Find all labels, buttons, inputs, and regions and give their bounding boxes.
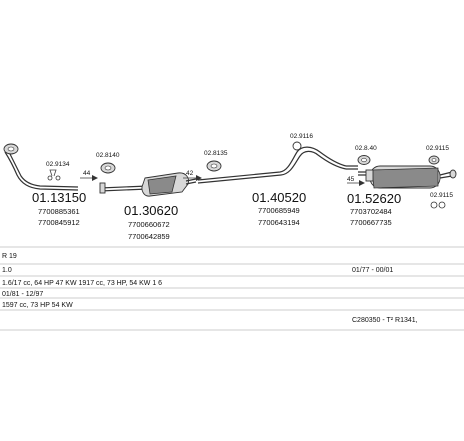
application-table: R 19 1.0 01/77 - 00/01 1.6/17 cc, 64 HP … <box>0 246 464 331</box>
svg-text:45: 45 <box>347 176 355 183</box>
svg-text:02.8.40: 02.8.40 <box>355 145 377 152</box>
part-label-1: 01.13150 7700885361 7700845912 <box>32 190 86 227</box>
fitting-clamp-1: 02.9134 <box>46 161 70 181</box>
svg-text:7703702484: 7703702484 <box>350 207 392 216</box>
fitting-clamp-5: 02.8.40 <box>355 145 377 165</box>
fitting-clamp-2: 02.8140 <box>96 152 120 174</box>
svg-text:7700885361: 7700885361 <box>38 207 80 216</box>
svg-text:44: 44 <box>83 170 91 177</box>
svg-text:01/81 - 12/97: 01/81 - 12/97 <box>2 291 43 298</box>
rear-silencer-part <box>358 165 457 189</box>
svg-text:02.9134: 02.9134 <box>46 161 70 168</box>
table-row: 01/81 - 12/97 <box>2 291 43 298</box>
fitting-clamp-7: 02.9115 <box>430 192 453 209</box>
svg-text:02.9115: 02.9115 <box>430 192 453 199</box>
svg-text:01.40520: 01.40520 <box>252 190 306 205</box>
svg-text:42: 42 <box>186 170 194 177</box>
svg-text:7700643194: 7700643194 <box>258 218 300 227</box>
svg-text:02.8135: 02.8135 <box>204 150 228 157</box>
svg-text:01.52620: 01.52620 <box>347 191 401 206</box>
svg-text:02.9115: 02.9115 <box>426 145 449 152</box>
part-label-2: 01.30620 7700660672 7700642859 <box>124 203 178 241</box>
svg-text:01.30620: 01.30620 <box>124 203 178 218</box>
svg-text:1.6/17 cc, 64 HP 47 KW 1917 c: 1.6/17 cc, 64 HP 47 KW 1917 cc, 73 HP, 5… <box>2 280 162 287</box>
svg-text:1597 cc, 73 HP 54 KW: 1597 cc, 73 HP 54 KW <box>2 302 73 309</box>
svg-text:1.0: 1.0 <box>2 267 12 274</box>
table-row: 1.6/17 cc, 64 HP 47 KW 1917 cc, 73 HP, 5… <box>2 280 162 287</box>
svg-text:01.13150: 01.13150 <box>32 190 86 205</box>
svg-text:7700660672: 7700660672 <box>128 220 170 229</box>
svg-text:02.9116: 02.9116 <box>290 133 313 140</box>
svg-text:7700667735: 7700667735 <box>350 218 392 227</box>
fitting-clamp-3: 02.8135 <box>204 150 228 172</box>
table-row: 1.0 01/77 - 00/01 <box>2 267 393 274</box>
part-label-3: 01.40520 7700685949 7700643194 <box>252 190 306 227</box>
fitting-clamp-6: 02.9115 <box>426 145 449 165</box>
part-label-4: 01.52620 7703702484 7700667735 <box>347 191 401 227</box>
svg-text:R 19: R 19 <box>2 253 17 260</box>
svg-text:7700685949: 7700685949 <box>258 206 300 215</box>
intermediate-pipe-part <box>197 146 358 184</box>
svg-text:7700845912: 7700845912 <box>38 218 80 227</box>
svg-text:02.8140: 02.8140 <box>96 152 120 159</box>
svg-text:01/77 - 00/01: 01/77 - 00/01 <box>352 267 393 274</box>
table-row: R 19 <box>2 253 17 260</box>
dimension-42: 42 <box>183 170 202 181</box>
fitting-clamp-4: 02.9116 <box>290 133 313 151</box>
svg-text:7700642859: 7700642859 <box>128 232 170 241</box>
svg-text:C280350 - T² R1341,: C280350 - T² R1341, <box>352 317 418 324</box>
dimension-44: 44 <box>80 170 98 181</box>
middle-silencer-part <box>99 172 197 197</box>
table-row: C280350 - T² R1341, <box>352 317 418 324</box>
dimension-45: 45 <box>347 176 365 186</box>
front-pipe-part <box>3 143 79 191</box>
table-row: 1597 cc, 73 HP 54 KW <box>2 302 73 309</box>
